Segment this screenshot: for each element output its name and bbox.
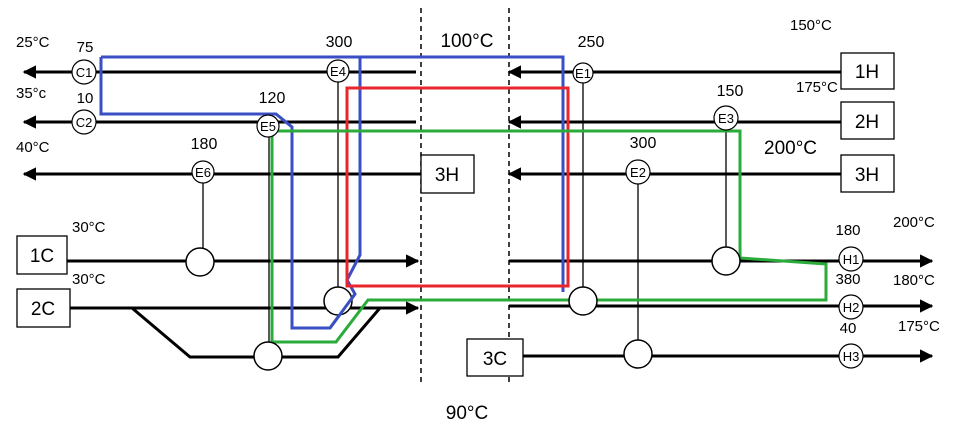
blue-loop-path-right: [360, 55, 565, 292]
2h-box[interactable]: [840, 101, 895, 140]
c2-duty: 10: [77, 90, 94, 107]
h3-label: H3: [843, 349, 860, 364]
e4-node-cold[interactable]: [323, 286, 353, 316]
e5-duty: 120: [259, 90, 286, 107]
3h-box-middle[interactable]: [420, 154, 475, 194]
3h-inlet-temp: 200°C: [764, 138, 817, 159]
e6-node-cold[interactable]: [185, 247, 215, 277]
e2-label: E2: [630, 165, 646, 180]
h1-label: H1: [843, 252, 860, 267]
e3-duty: 150: [717, 83, 744, 100]
2c-inlet-temp: 30°C: [72, 271, 106, 288]
1c-inlet-temp: 30°C: [72, 219, 106, 236]
e2-duty: 300: [630, 135, 657, 152]
c1-label: C1: [76, 65, 93, 80]
e2-node[interactable]: [625, 159, 651, 185]
pinch-top-temp: 100°C: [440, 31, 493, 52]
red-loop-path: [345, 86, 570, 288]
1h-box[interactable]: [840, 52, 895, 90]
1c-box-label: 1C: [30, 246, 54, 267]
e6-label: E6: [195, 165, 211, 180]
e1-label: E1: [575, 66, 591, 81]
3h-box-right-label: 3H: [855, 165, 879, 186]
blue-loop-diagonal: [328, 293, 357, 329]
e3-node[interactable]: [713, 105, 739, 131]
3c-outlet-temp: 175°C: [898, 318, 940, 335]
2c-box[interactable]: [16, 288, 71, 328]
h1-node[interactable]: [838, 246, 864, 272]
3h-box-right[interactable]: [840, 154, 895, 193]
2c-box-label: 2C: [31, 299, 55, 320]
3h-outlet-temp: 40°C: [16, 139, 50, 156]
c1-duty: 75: [77, 39, 94, 56]
green-loop-path: [270, 129, 828, 344]
1c-outlet-temp: 200°C: [893, 214, 935, 231]
2c-outlet-temp: 180°C: [893, 272, 935, 289]
1h-inlet-temp: 150°C: [790, 17, 832, 34]
e3-node-cold[interactable]: [711, 246, 741, 276]
2h-box-label: 2H: [855, 112, 879, 133]
c2-label: C2: [76, 115, 93, 130]
c1-node[interactable]: [71, 59, 97, 85]
e5-node-cold[interactable]: [253, 341, 283, 371]
e5-node[interactable]: [256, 114, 280, 138]
h3-node[interactable]: [838, 343, 864, 369]
e3-label: E3: [718, 111, 734, 126]
2h-inlet-temp: 175°C: [796, 79, 838, 96]
h2-duty: 380: [835, 271, 860, 288]
h2-node[interactable]: [838, 294, 864, 320]
1h-box-label: 1H: [855, 62, 879, 83]
3h-box-middle-label: 3H: [435, 165, 459, 186]
3c-box-label: 3C: [483, 349, 507, 370]
h1-duty: 180: [835, 222, 860, 239]
3c-box[interactable]: [466, 338, 524, 377]
e4-node[interactable]: [326, 59, 350, 83]
e4-label: E4: [330, 64, 346, 79]
e2-node-cold[interactable]: [623, 339, 653, 369]
e1-duty: 250: [578, 34, 605, 51]
e6-node[interactable]: [191, 160, 215, 184]
2h-outlet-temp: 35°c: [16, 85, 47, 102]
pinch-bottom-temp: 90°C: [446, 403, 488, 424]
1c-box[interactable]: [16, 235, 68, 275]
e5-label: E5: [260, 119, 276, 134]
blue-loop-path: [99, 55, 362, 330]
e4-duty: 300: [326, 34, 353, 51]
e1-node[interactable]: [572, 62, 594, 84]
1h-outlet-temp: 25°C: [16, 34, 50, 51]
c2-node[interactable]: [71, 109, 97, 135]
h3-duty: 40: [840, 320, 857, 337]
e6-duty: 180: [191, 136, 218, 153]
h2-label: H2: [843, 300, 860, 315]
e1-node-cold[interactable]: [568, 286, 598, 316]
